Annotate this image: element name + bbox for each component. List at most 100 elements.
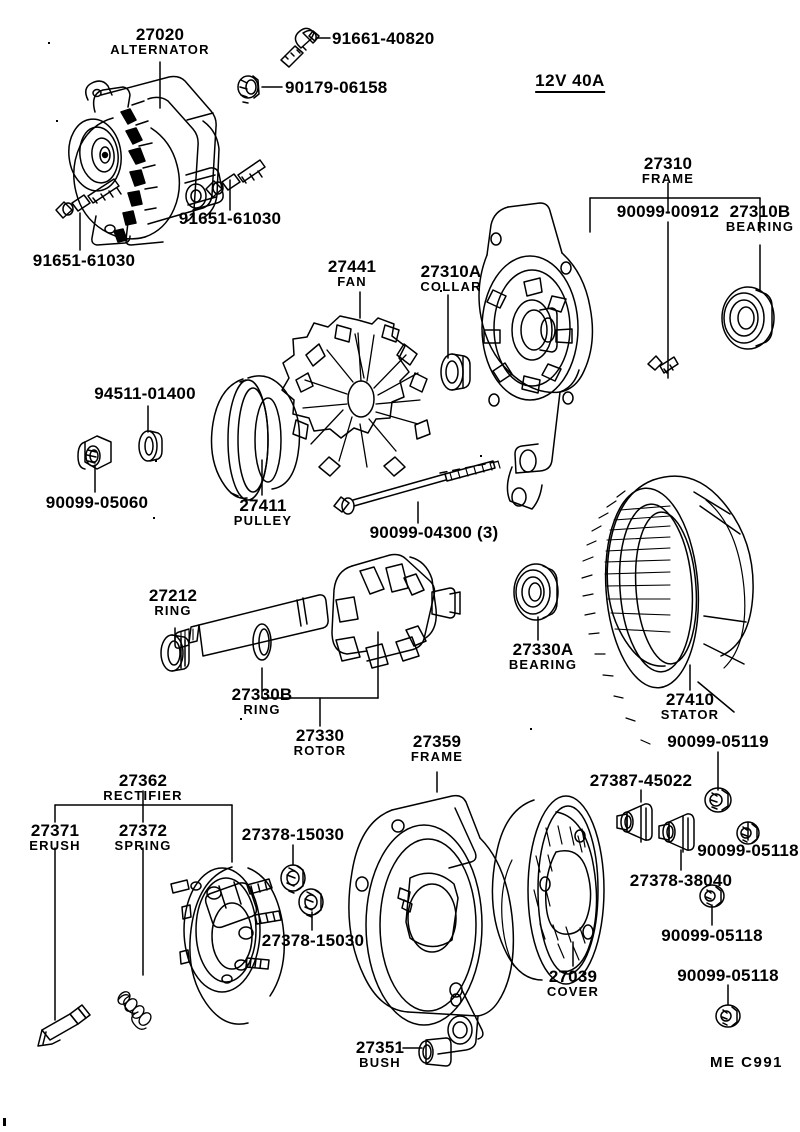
part-number: 27371	[30, 821, 80, 840]
label-27411: 27411 PULLEY	[234, 497, 292, 527]
label-27441: 27441 FAN	[328, 258, 376, 288]
rectifier-assembly-art	[170, 866, 285, 1025]
label-90099-05118-b: 90099-05118	[661, 927, 762, 944]
rear-frame-art	[348, 794, 515, 1055]
part-name: FRAME	[410, 749, 464, 764]
label-27351: 27351 BUSH	[356, 1039, 404, 1069]
part-number: 90099-05119	[667, 732, 769, 751]
part-number: 27351	[355, 1038, 405, 1057]
part-number: 27020	[135, 25, 185, 44]
part-number: 27330A	[512, 640, 574, 659]
part-number: 27378-38040	[629, 871, 733, 890]
part-number: 27359	[412, 732, 462, 751]
rotor-art	[174, 553, 461, 669]
label-90099-05060: 90099-05060	[46, 494, 148, 511]
speck	[530, 728, 532, 730]
part-number: 90099-05060	[45, 493, 149, 512]
label-90099-04300: 90099-04300 (3)	[370, 524, 499, 541]
part-number: 27310	[643, 154, 693, 173]
part-number: 90099-05118	[677, 966, 779, 985]
label-27310: 27310 FRAME	[642, 155, 694, 185]
label-27330a: 27330A BEARING	[509, 641, 577, 671]
label-27310b: 27310B BEARING	[726, 203, 794, 233]
part-number: 27330	[295, 726, 345, 745]
label-27359: 27359 FRAME	[411, 733, 463, 763]
part-number: 27362	[118, 771, 168, 790]
part-number: 91651-61030	[178, 209, 282, 228]
part-number: 91651-61030	[32, 251, 136, 270]
part-number: 27441	[327, 257, 377, 276]
label-27387-45022: 27387-45022	[590, 772, 692, 789]
bolt-91651-left-art	[55, 178, 122, 219]
pulley-art	[210, 375, 301, 501]
part-name: SPRING	[114, 838, 172, 853]
label-90099-05119: 90099-05119	[667, 733, 768, 750]
label-90179-06158: 90179-06158	[285, 79, 387, 96]
part-number: 27310A	[420, 262, 482, 281]
part-number: 91661-40820	[332, 29, 435, 48]
brush-27371-art	[37, 1004, 91, 1047]
part-number: 27387-45022	[589, 771, 693, 790]
speck	[56, 120, 58, 122]
nut-90099-05118-b-art	[699, 884, 725, 908]
fan-art	[281, 315, 431, 477]
part-name: BEARING	[725, 219, 795, 234]
part-number: 94511-01400	[94, 384, 196, 403]
drive-end-frame-art	[439, 202, 594, 510]
part-number: 27411	[239, 496, 287, 515]
part-number: 27378-15030	[261, 931, 365, 950]
part-name: FAN	[337, 274, 367, 289]
part-name: BUSH	[359, 1055, 401, 1070]
part-number: 27310B	[729, 202, 791, 221]
insulator-27387-art	[616, 803, 653, 843]
stator-art	[581, 475, 754, 745]
speck	[48, 42, 50, 44]
part-number: 90099-05118	[661, 926, 763, 945]
bolt-90099-00912-art	[647, 355, 679, 374]
label-90099-05118-a: 90099-05118	[697, 842, 798, 859]
part-name: RING	[154, 603, 192, 618]
part-name: STATOR	[660, 707, 720, 722]
bearing-27310b-art	[721, 286, 775, 350]
speck	[240, 718, 242, 720]
part-number: 27372	[118, 821, 168, 840]
label-91651-61030-right: 91651-61030	[179, 210, 281, 227]
part-number: 90099-00912	[616, 202, 720, 221]
cover-art	[491, 795, 605, 985]
label-27362: 27362 RECTIFIER	[103, 772, 182, 802]
part-name: PULLEY	[233, 513, 293, 528]
corner-mark	[3, 1118, 6, 1126]
grommet-27378-15030-lower-art	[298, 888, 324, 918]
speck	[153, 517, 155, 519]
bolt-91651-right-art	[205, 159, 266, 198]
part-number: 27039	[548, 967, 598, 986]
label-27330b: 27330B RING	[232, 686, 293, 716]
label-91651-61030-left: 91651-61030	[33, 252, 135, 269]
ring-27330b-art	[252, 623, 272, 661]
nut-90099-05060-art	[77, 435, 112, 470]
part-number: 90179-06158	[285, 78, 388, 97]
part-number: 90099-05118	[697, 841, 799, 860]
long-bolt-art	[333, 460, 501, 515]
screw-91661-art	[280, 27, 320, 68]
part-number: 27212	[148, 586, 198, 605]
label-27310a: 27310A COLLAR	[420, 263, 481, 293]
diagram-title: 12V 40A	[535, 72, 605, 93]
footer-code: ME C991	[710, 1054, 784, 1071]
spring-27372-art	[117, 991, 152, 1030]
label-94511-01400: 94511-01400	[94, 385, 195, 402]
part-name: RING	[243, 702, 281, 717]
part-name: ERUSH	[29, 838, 81, 853]
label-27371: 27371 ERUSH	[29, 822, 81, 852]
label-27330: 27330 ROTOR	[294, 727, 347, 757]
speck	[155, 460, 157, 462]
collar-27310a-art	[440, 353, 471, 391]
label-27020: 27020 ALTERNATOR	[110, 26, 209, 56]
part-name: BEARING	[508, 657, 578, 672]
part-name: COVER	[546, 984, 600, 999]
washer-90179-art	[237, 75, 260, 104]
speck	[480, 455, 482, 457]
label-90099-00912: 90099-00912	[617, 203, 719, 220]
